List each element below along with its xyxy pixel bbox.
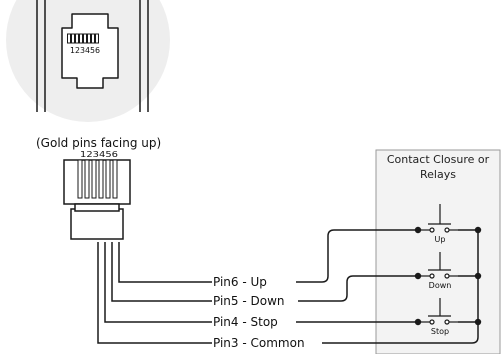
- relay-wires: [296, 229, 479, 344]
- jack-pin-numbers: 123456: [70, 46, 100, 55]
- orientation-caption: (Gold pins facing up): [36, 136, 162, 150]
- wire-label-pin5: Pin5 - Down: [213, 294, 285, 308]
- jack-socket-outline: [61, 13, 119, 89]
- switch-label-down: Down: [429, 281, 452, 290]
- wire-label-pin3: Pin3 - Common: [213, 336, 305, 350]
- junction-dots: [414, 226, 482, 326]
- relay-panel-title: Contact Closure or Relays: [386, 153, 490, 181]
- plug-boot: [74, 203, 120, 212]
- plug-wires: [97, 242, 212, 344]
- switch-label-up: Up: [435, 235, 446, 244]
- wire-pin4: [104, 242, 212, 323]
- plug-strain-relief: [70, 208, 124, 240]
- wire-pin3: [97, 242, 212, 344]
- plug-body: [63, 159, 131, 205]
- wire-down-to-switch: [298, 275, 418, 302]
- switch-down: [421, 252, 458, 279]
- wire-pin6: [118, 242, 212, 283]
- plug-pin-contacts: [77, 159, 118, 199]
- jack-pin-contacts: [67, 33, 99, 44]
- switch-stop: [421, 298, 458, 325]
- rj-plug: [63, 159, 131, 240]
- wire-common-bus: [322, 230, 479, 344]
- wire-label-pin6: Pin6 - Up: [213, 275, 267, 289]
- jack-magnified-view: 123456: [6, 0, 170, 122]
- wire-label-pin4: Pin4 - Stop: [213, 315, 278, 329]
- switch-label-stop: Stop: [431, 327, 449, 336]
- wire-up-to-switch: [296, 229, 418, 283]
- switch-up: [421, 204, 458, 233]
- wire-pin5: [111, 242, 212, 302]
- plug-pin-numbers: 123456: [80, 150, 118, 159]
